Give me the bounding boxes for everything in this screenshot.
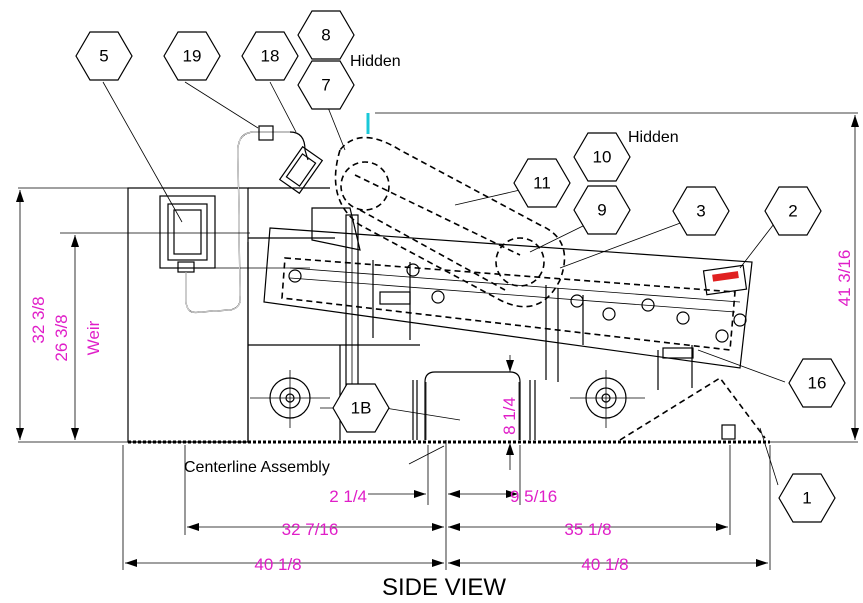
callout-9: 9	[573, 185, 631, 235]
callout-11: 11	[513, 158, 571, 208]
svg-text:2: 2	[788, 201, 797, 220]
svg-text:9: 9	[597, 200, 606, 219]
marker-part-2	[702, 264, 748, 296]
callout-16: 16	[788, 358, 846, 408]
callout-19: 19	[163, 31, 221, 81]
mount-left	[250, 370, 330, 428]
mount-right	[570, 370, 645, 428]
chute-part-1	[619, 376, 766, 441]
fitting-part-19	[258, 125, 274, 141]
arrowheads	[16, 115, 859, 567]
note-hidden-top: Hidden	[350, 53, 401, 70]
svg-text:3: 3	[696, 201, 705, 220]
dim-overall-height-left: 32 3/8	[29, 296, 48, 343]
callout-18: 18	[241, 31, 299, 81]
svg-text:5: 5	[99, 46, 108, 65]
svg-text:7: 7	[321, 75, 330, 94]
callout-3: 3	[672, 186, 730, 236]
dim-left-offset: 2 1/4	[329, 487, 367, 506]
machine-frame	[127, 187, 770, 444]
dim-overall-height-right: 41 3/16	[835, 250, 854, 307]
dim-right-total: 40 1/8	[581, 555, 628, 574]
dim-right-offset: 9 5/16	[510, 487, 557, 506]
callout-7: 7	[297, 60, 355, 110]
callout-2: 2	[764, 186, 822, 236]
svg-text:1: 1	[802, 488, 811, 507]
dim-left-total: 40 1/8	[254, 555, 301, 574]
svg-text:1B: 1B	[351, 398, 372, 417]
dim-right-span: 35 1/8	[564, 520, 611, 539]
svg-text:8: 8	[321, 25, 330, 44]
base-part-1B	[412, 371, 536, 440]
svg-text:10: 10	[593, 147, 612, 166]
dim-left-span: 32 7/16	[282, 520, 339, 539]
dim-weir-label: Weir	[84, 320, 103, 355]
callout-10: 10	[573, 132, 631, 182]
callout-1B: 1B	[332, 383, 390, 433]
support-posts	[311, 207, 694, 394]
svg-text:16: 16	[808, 373, 827, 392]
tank-part-11	[334, 136, 566, 308]
note-centerline: Centerline Assembly	[184, 459, 330, 476]
callout-8: 8	[297, 10, 355, 60]
leader-lines	[102, 81, 786, 486]
callout-1: 1	[778, 473, 836, 523]
svg-text:18: 18	[261, 46, 280, 65]
note-hidden-right: Hidden	[628, 129, 679, 146]
callout-5: 5	[75, 31, 133, 81]
view-title: SIDE VIEW	[382, 574, 506, 601]
dim-inner-height: 8 1/4	[500, 397, 519, 435]
dim-weir-height: 26 3/8	[52, 314, 71, 361]
svg-text:19: 19	[183, 46, 202, 65]
svg-text:11: 11	[533, 173, 551, 192]
valve-part-18	[278, 131, 324, 195]
